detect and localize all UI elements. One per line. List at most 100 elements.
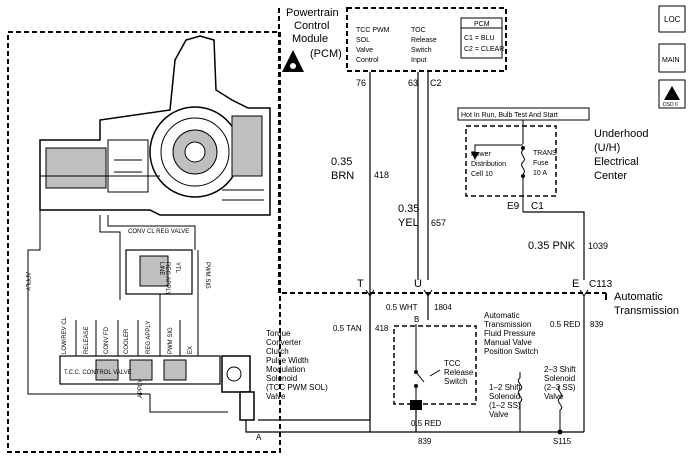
reg-apply-label: REG APPLY — [164, 262, 170, 295]
apply-left-label: APPLY — [24, 272, 30, 291]
pcm-connector-title: PCM — [474, 21, 490, 28]
conv-reg-valve-label: CONV CL REG VALVE — [128, 229, 189, 235]
pin-76: 76 — [356, 78, 366, 88]
svg-text:(2–3 SS): (2–3 SS) — [544, 383, 576, 392]
connector-a-label: A — [256, 433, 262, 442]
tcc-solenoid-label: Torque Converter Clutch Pulse Width Modu… — [266, 329, 328, 401]
svg-text:(1–2 SS): (1–2 SS) — [489, 401, 521, 410]
apply-bottom-label: APPLY — [138, 379, 144, 398]
svg-text:BRN: BRN — [331, 170, 354, 182]
c1-label: C1 — [531, 201, 544, 212]
shift-23-solenoid-symbol — [557, 385, 563, 432]
trans-fuse-label: TRANS Fuse 10 A — [533, 150, 557, 177]
svg-text:1039: 1039 — [588, 241, 608, 251]
svg-text:Switch: Switch — [411, 47, 432, 54]
splice-s115-label: S115 — [553, 437, 572, 446]
connector-b-label: B — [414, 315, 419, 324]
pin-c2: C2 — [430, 78, 442, 88]
reg-apply2-label: REG APPLY — [146, 321, 152, 354]
underhood-title: Underhood (U/H) Electrical Center — [594, 128, 648, 182]
wht-wire-label: 0.5 WHT 1804 — [386, 303, 452, 312]
manual-valve-label: Automatic Transmission Fluid Pressure Ma… — [484, 311, 538, 356]
svg-text:Cell 10: Cell 10 — [471, 171, 493, 178]
conv-fd-label: CONV FD — [104, 326, 110, 354]
pcm-connector-c2: C2 = CLEAR — [464, 46, 504, 53]
svg-text:10 A: 10 A — [533, 170, 547, 177]
ytl-label: YTL — [174, 262, 180, 274]
svg-text:839: 839 — [590, 320, 604, 329]
svg-text:0.35: 0.35 — [331, 156, 352, 168]
pcm-connector-table — [460, 17, 503, 59]
yel-wire-label: 0.35 YEL 657 — [398, 203, 446, 229]
svg-text:YEL: YEL — [398, 217, 419, 229]
svg-text:Input: Input — [411, 57, 427, 64]
exhaust-label: EX — [188, 346, 194, 354]
pwm-sig-label: PWM SIG — [204, 262, 210, 289]
svg-text:Module: Module — [292, 33, 328, 45]
release-label: RELEASE — [84, 326, 90, 354]
svg-text:Transmission: Transmission — [614, 305, 679, 317]
svg-text:DSD II: DSD II — [663, 102, 678, 108]
svg-text:Switch: Switch — [444, 377, 468, 386]
svg-text:0.5 WHT: 0.5 WHT — [386, 303, 418, 312]
svg-text:Valve: Valve — [544, 392, 564, 401]
pcm-tcc-pwm-label: TCC PWM SOL Valve Control — [356, 27, 390, 64]
svg-text:LOC: LOC — [664, 15, 681, 24]
shift-12-solenoid-symbol — [517, 372, 523, 432]
connector-e-label: E — [572, 278, 579, 290]
hydraulic-passages — [27, 210, 228, 413]
svg-text:Solenoid: Solenoid — [544, 374, 575, 383]
svg-text:(U/H): (U/H) — [594, 142, 620, 154]
svg-text:Fluid Pressure: Fluid Pressure — [484, 329, 536, 338]
pcm-connector-c1: C1 = BLU — [464, 35, 495, 42]
esd-warning-icon — [282, 50, 304, 72]
tcc-pwm-solenoid-symbol — [221, 355, 255, 421]
svg-text:Electrical: Electrical — [594, 156, 639, 168]
line-label: LINE — [158, 262, 164, 275]
dsd-icon[interactable]: DSD II — [658, 79, 686, 109]
loc-icon[interactable]: LOC — [658, 5, 686, 33]
svg-text:418: 418 — [374, 170, 389, 180]
svg-text:Valve: Valve — [266, 392, 286, 401]
svg-text:Manual Valve: Manual Valve — [484, 338, 532, 347]
svg-text:Automatic: Automatic — [484, 311, 520, 320]
svg-text:TRANS: TRANS — [533, 150, 557, 157]
svg-text:0.5 RED: 0.5 RED — [550, 320, 580, 329]
svg-text:(PCM): (PCM) — [310, 48, 342, 60]
transmission-cutaway-box — [7, 31, 281, 453]
svg-text:Underhood: Underhood — [594, 128, 648, 140]
pnk-wire-label: 0.35 PNK 1039 — [528, 240, 608, 252]
splice-s115 — [557, 429, 563, 435]
svg-text:839: 839 — [418, 437, 432, 446]
svg-text:Clutch: Clutch — [266, 347, 289, 356]
svg-text:TCC: TCC — [444, 359, 461, 368]
underhood-box — [465, 125, 557, 197]
svg-text:1–2 Shift: 1–2 Shift — [489, 383, 521, 392]
shift-23-label: 2–3 Shift Solenoid (2–3 SS) Valve — [544, 365, 576, 401]
svg-text:Center: Center — [594, 170, 627, 182]
svg-text:MAIN: MAIN — [662, 57, 680, 64]
svg-text:(TCC PWM SOL): (TCC PWM SOL) — [266, 383, 328, 392]
connector-t-label: T — [357, 278, 364, 290]
svg-text:Valve: Valve — [356, 47, 373, 54]
connector-c113-label: C113 — [589, 279, 613, 290]
main-icon[interactable]: MAIN — [658, 43, 686, 73]
svg-text:Distribution: Distribution — [471, 161, 506, 168]
svg-text:657: 657 — [431, 218, 446, 228]
svg-text:Position Switch: Position Switch — [484, 347, 538, 356]
cooler-label: COOLER — [124, 328, 130, 354]
svg-text:2–3 Shift: 2–3 Shift — [544, 365, 576, 374]
svg-text:Release: Release — [411, 37, 437, 44]
svg-text:TCC PWM: TCC PWM — [356, 27, 390, 34]
brn-wire-label: 0.35 BRN 418 — [331, 156, 389, 182]
e9-label: E9 — [507, 201, 520, 212]
tcc-control-valve-label: T.C.C. CONTROL VALVE — [64, 370, 132, 376]
tcc-release-switch-contact — [415, 371, 425, 383]
svg-text:Automatic: Automatic — [614, 291, 663, 303]
connector-u-label: U — [414, 278, 422, 290]
svg-text:TOC: TOC — [411, 27, 426, 34]
wire-pnk-1039 — [523, 211, 585, 280]
svg-text:0.35: 0.35 — [398, 203, 419, 215]
lowrev-cl-label: LOW/REV CL — [62, 316, 68, 354]
